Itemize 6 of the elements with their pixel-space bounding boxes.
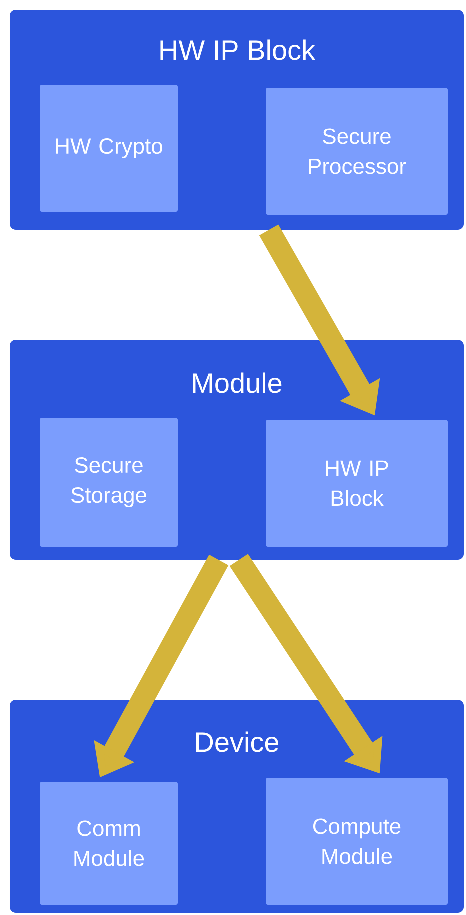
- component-box: Secure Storage: [40, 418, 178, 547]
- component-box: Compute Module: [266, 778, 448, 905]
- component-box: HW IP Block: [266, 420, 448, 547]
- component-box: Secure Processor: [266, 88, 448, 215]
- component-box: HW Crypto: [40, 85, 178, 212]
- component-box: Comm Module: [40, 782, 178, 905]
